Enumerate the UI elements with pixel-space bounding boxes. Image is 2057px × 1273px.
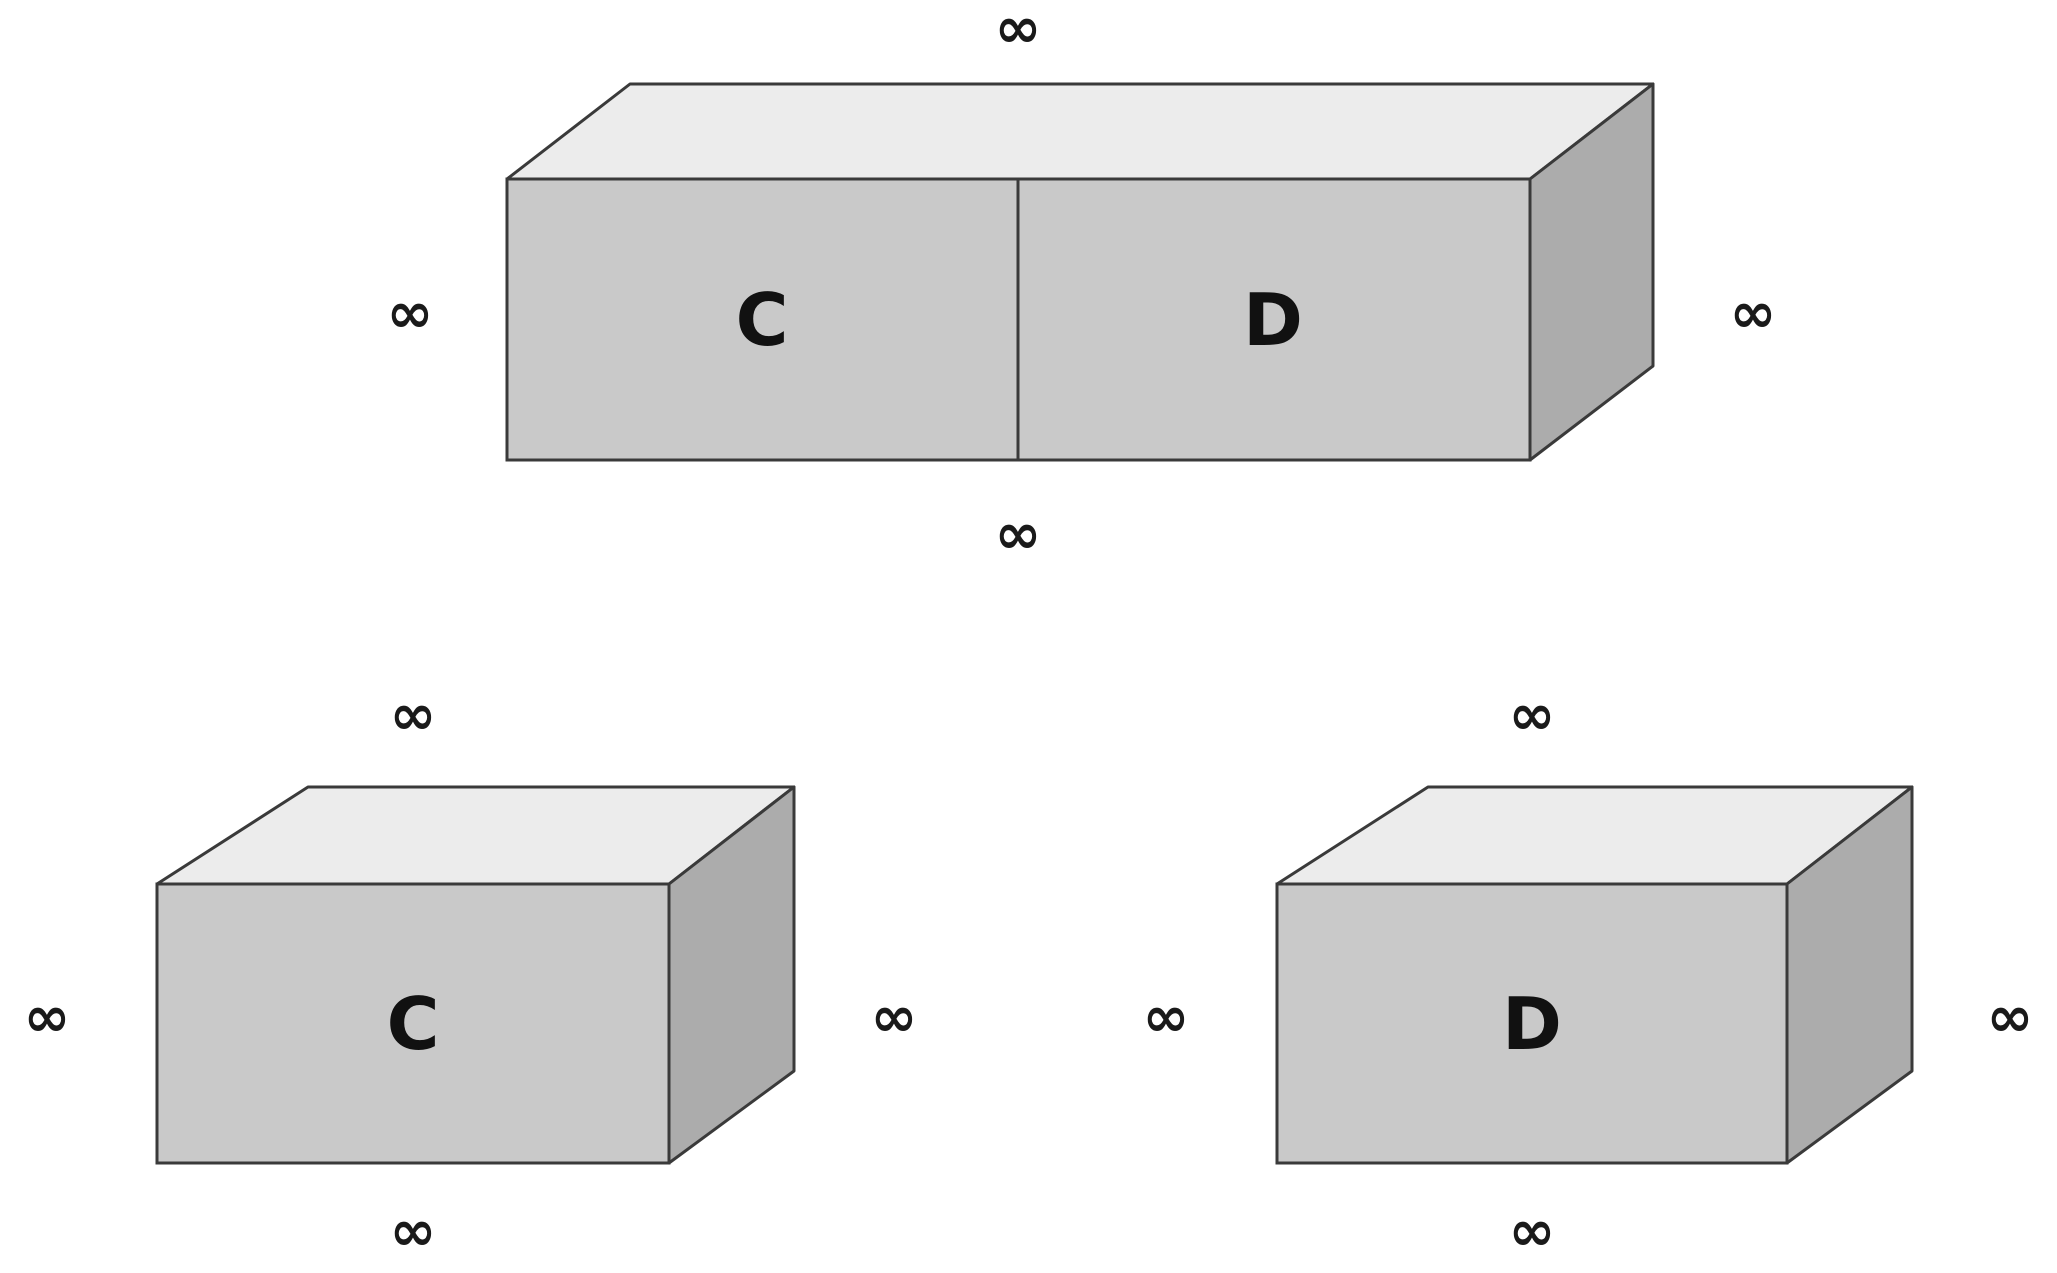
infinity-icon-d-right: ∞ <box>1987 985 2034 1050</box>
infinity-icon-combined-top: ∞ <box>995 0 1042 61</box>
infinity-icon-c-right: ∞ <box>871 985 918 1050</box>
infinity-icon-c-left: ∞ <box>24 985 71 1050</box>
box-d-label: D <box>1502 982 1562 1066</box>
box-c-label: C <box>387 982 440 1066</box>
combined-box: C D ∞ ∞ ∞ ∞ <box>387 0 1777 567</box>
infinity-icon-d-bottom: ∞ <box>1509 1199 1556 1264</box>
infinity-icon-d-top: ∞ <box>1509 683 1556 748</box>
infinity-icon-c-bottom: ∞ <box>390 1199 437 1264</box>
infinity-icon-combined-right: ∞ <box>1730 281 1777 346</box>
combined-box-label-d: D <box>1243 278 1303 362</box>
infinity-icon-combined-left: ∞ <box>387 281 434 346</box>
box-d: D ∞ ∞ ∞ ∞ <box>1143 683 2034 1264</box>
combined-box-label-c: C <box>736 278 789 362</box>
combined-box-top-face <box>505 82 1655 181</box>
box-c: C ∞ ∞ ∞ ∞ <box>24 683 918 1264</box>
infinity-icon-d-left: ∞ <box>1143 985 1190 1050</box>
infinity-icon-c-top: ∞ <box>390 683 437 748</box>
box-d-front-face <box>1275 882 1789 1165</box>
box-c-front-face <box>155 882 671 1165</box>
infinity-icon-combined-bottom: ∞ <box>995 502 1042 567</box>
